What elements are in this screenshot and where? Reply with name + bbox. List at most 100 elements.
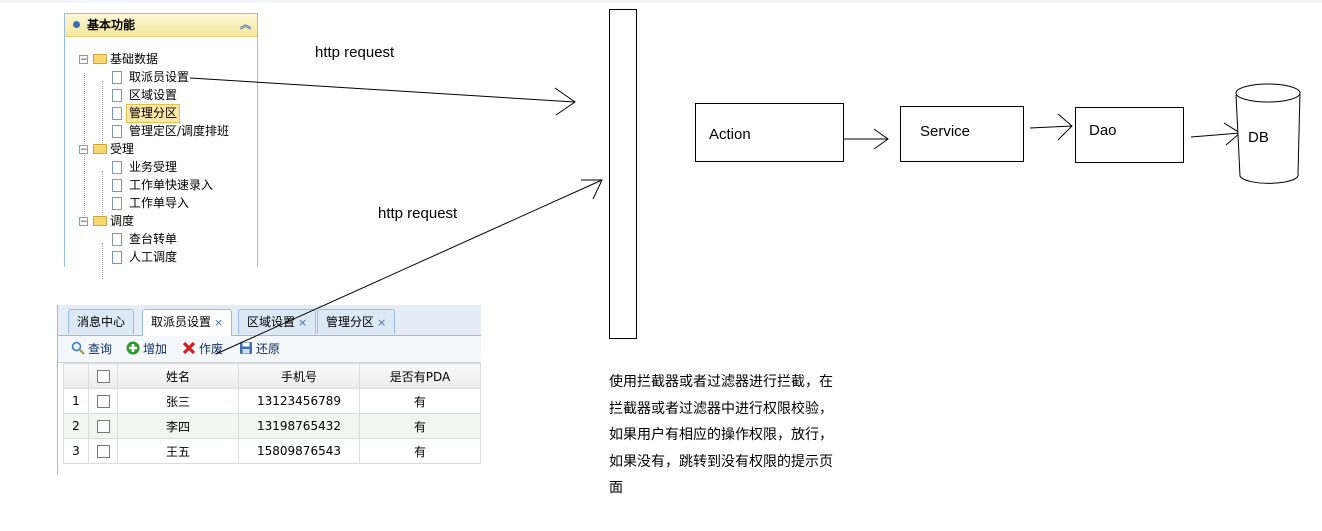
document-icon — [112, 125, 122, 138]
add-label: 增加 — [143, 342, 168, 356]
tab-label: 管理分区 — [326, 315, 375, 329]
tab-manage-partition[interactable]: 管理分区× — [317, 309, 396, 334]
tree-item-label: 业务受理 — [129, 160, 178, 174]
row-number: 2 — [63, 413, 89, 439]
panel-icon — [73, 21, 80, 28]
table-row[interactable]: 2 李四 13198765432 有 — [63, 413, 481, 439]
tree-group-label: 受理 — [110, 142, 135, 156]
tab-courier-settings[interactable]: 取派员设置× — [142, 309, 233, 336]
tree-body: − 基础数据 取派员设置 区域设置 管理分区 管理定区/调度排班 − 受理 — [65, 37, 257, 279]
close-icon[interactable]: × — [298, 316, 308, 329]
cell-name: 李四 — [117, 413, 239, 439]
document-icon — [112, 179, 122, 192]
tree-header-title: 基本功能 — [87, 18, 136, 32]
cross-icon — [182, 341, 196, 355]
close-icon[interactable]: × — [214, 316, 224, 329]
collapse-icon[interactable]: ︽ — [240, 18, 251, 31]
http-request-label-2: http request — [378, 205, 458, 222]
service-to-dao-arrow — [1029, 125, 1073, 129]
top-border — [0, 0, 1322, 3]
tab-region-settings[interactable]: 区域设置× — [238, 309, 317, 334]
datagrid-panel: 消息中心 取派员设置× 区域设置× 管理分区× 查询 增加 作废 还原 姓名 手 — [57, 305, 481, 475]
add-button[interactable]: 增加 — [126, 341, 167, 357]
row-checkbox[interactable] — [96, 445, 110, 458]
request-arrow-1-head — [554, 87, 576, 116]
table-row[interactable]: 3 王五 15809876543 有 — [63, 438, 481, 464]
row-checkbox-cell — [88, 413, 118, 439]
column-header-pda[interactable]: 是否有PDA — [359, 363, 481, 389]
interceptor-bar — [609, 9, 637, 339]
document-icon — [112, 233, 122, 246]
restore-label: 还原 — [256, 342, 281, 356]
folder-icon — [93, 144, 107, 154]
cell-name: 王五 — [117, 438, 239, 464]
void-label: 作废 — [199, 342, 224, 356]
document-icon — [112, 251, 122, 264]
tab-label: 取派员设置 — [151, 315, 212, 329]
select-all-checkbox[interactable] — [96, 370, 110, 383]
dao-box: Dao — [1075, 107, 1184, 163]
note-line: 使用拦截器或者过滤器进行拦截，在 — [609, 374, 833, 390]
note-line: 如果用户有相应的操作权限，放行， — [609, 427, 833, 443]
db-label: DB — [1248, 129, 1269, 146]
folder-icon — [93, 216, 107, 226]
action-to-service-arrow-head — [873, 128, 889, 150]
tree-header[interactable]: 基本功能 ︽ — [65, 14, 257, 37]
row-number-header — [63, 363, 89, 389]
dao-label: Dao — [1089, 122, 1117, 139]
close-icon[interactable]: × — [377, 316, 387, 329]
tree-item-label: 工作单导入 — [129, 196, 190, 210]
void-button[interactable]: 作废 — [182, 341, 223, 357]
service-label: Service — [920, 123, 971, 140]
tab-bar: 消息中心 取派员设置× 区域设置× 管理分区× — [58, 305, 481, 336]
row-checkbox[interactable] — [96, 420, 110, 433]
action-label: Action — [709, 126, 751, 143]
folder-icon — [93, 54, 107, 64]
cell-phone: 13123456789 — [238, 388, 360, 414]
cell-phone: 13198765432 — [238, 413, 360, 439]
tab-message-center[interactable]: 消息中心 — [68, 309, 135, 334]
select-all-cell — [88, 363, 118, 389]
tree-item-label: 取派员设置 — [129, 70, 190, 84]
tree-item-label: 人工调度 — [129, 250, 178, 264]
restore-button[interactable]: 还原 — [239, 341, 280, 357]
tree-group-label: 调度 — [110, 214, 135, 228]
tree-panel: 基本功能 ︽ − 基础数据 取派员设置 区域设置 管理分区 管理定区/调度排班 — [64, 13, 258, 279]
note-line: 面 — [609, 480, 623, 496]
cell-pda: 有 — [359, 413, 481, 439]
service-to-dao-arrow-head — [1057, 113, 1073, 141]
collapse-toggle-icon[interactable]: − — [79, 217, 88, 227]
row-checkbox-cell — [88, 438, 118, 464]
document-icon — [112, 197, 122, 210]
dao-to-db-arrow — [1190, 132, 1241, 138]
table-header-row: 姓名 手机号 是否有PDA — [63, 363, 481, 389]
query-label: 查询 — [88, 342, 113, 356]
search-icon — [71, 341, 85, 355]
db-cylinder — [1235, 83, 1301, 184]
collapse-toggle-icon[interactable]: − — [79, 55, 88, 65]
grid-toolbar: 查询 增加 作废 还原 — [58, 336, 481, 363]
document-icon — [112, 71, 122, 84]
tree-item-label: 查台转单 — [129, 232, 178, 246]
tab-label: 消息中心 — [77, 315, 126, 329]
tree-item-label: 工作单快速录入 — [129, 178, 214, 192]
interceptor-note: 使用拦截器或者过滤器进行拦截，在 拦截器或者过滤器中进行权限校验， 如果用户有相… — [609, 369, 859, 502]
http-request-label-1: http request — [315, 44, 395, 61]
collapse-toggle-icon[interactable]: − — [79, 145, 88, 155]
save-icon — [240, 342, 252, 354]
column-header-phone[interactable]: 手机号 — [238, 363, 360, 389]
tree-connector — [102, 243, 103, 279]
tree-item-label: 区域设置 — [129, 88, 178, 102]
document-icon — [112, 161, 122, 174]
document-icon — [112, 89, 122, 102]
cell-pda: 有 — [359, 438, 481, 464]
cell-pda: 有 — [359, 388, 481, 414]
cell-name: 张三 — [117, 388, 239, 414]
row-checkbox[interactable] — [96, 395, 110, 408]
tree-item-label: 管理定区/调度排班 — [129, 124, 230, 138]
tab-label: 区域设置 — [247, 315, 296, 329]
request-arrow-1 — [189, 77, 576, 103]
table-row[interactable]: 1 张三 13123456789 有 — [63, 388, 481, 414]
query-button[interactable]: 查询 — [71, 341, 112, 357]
